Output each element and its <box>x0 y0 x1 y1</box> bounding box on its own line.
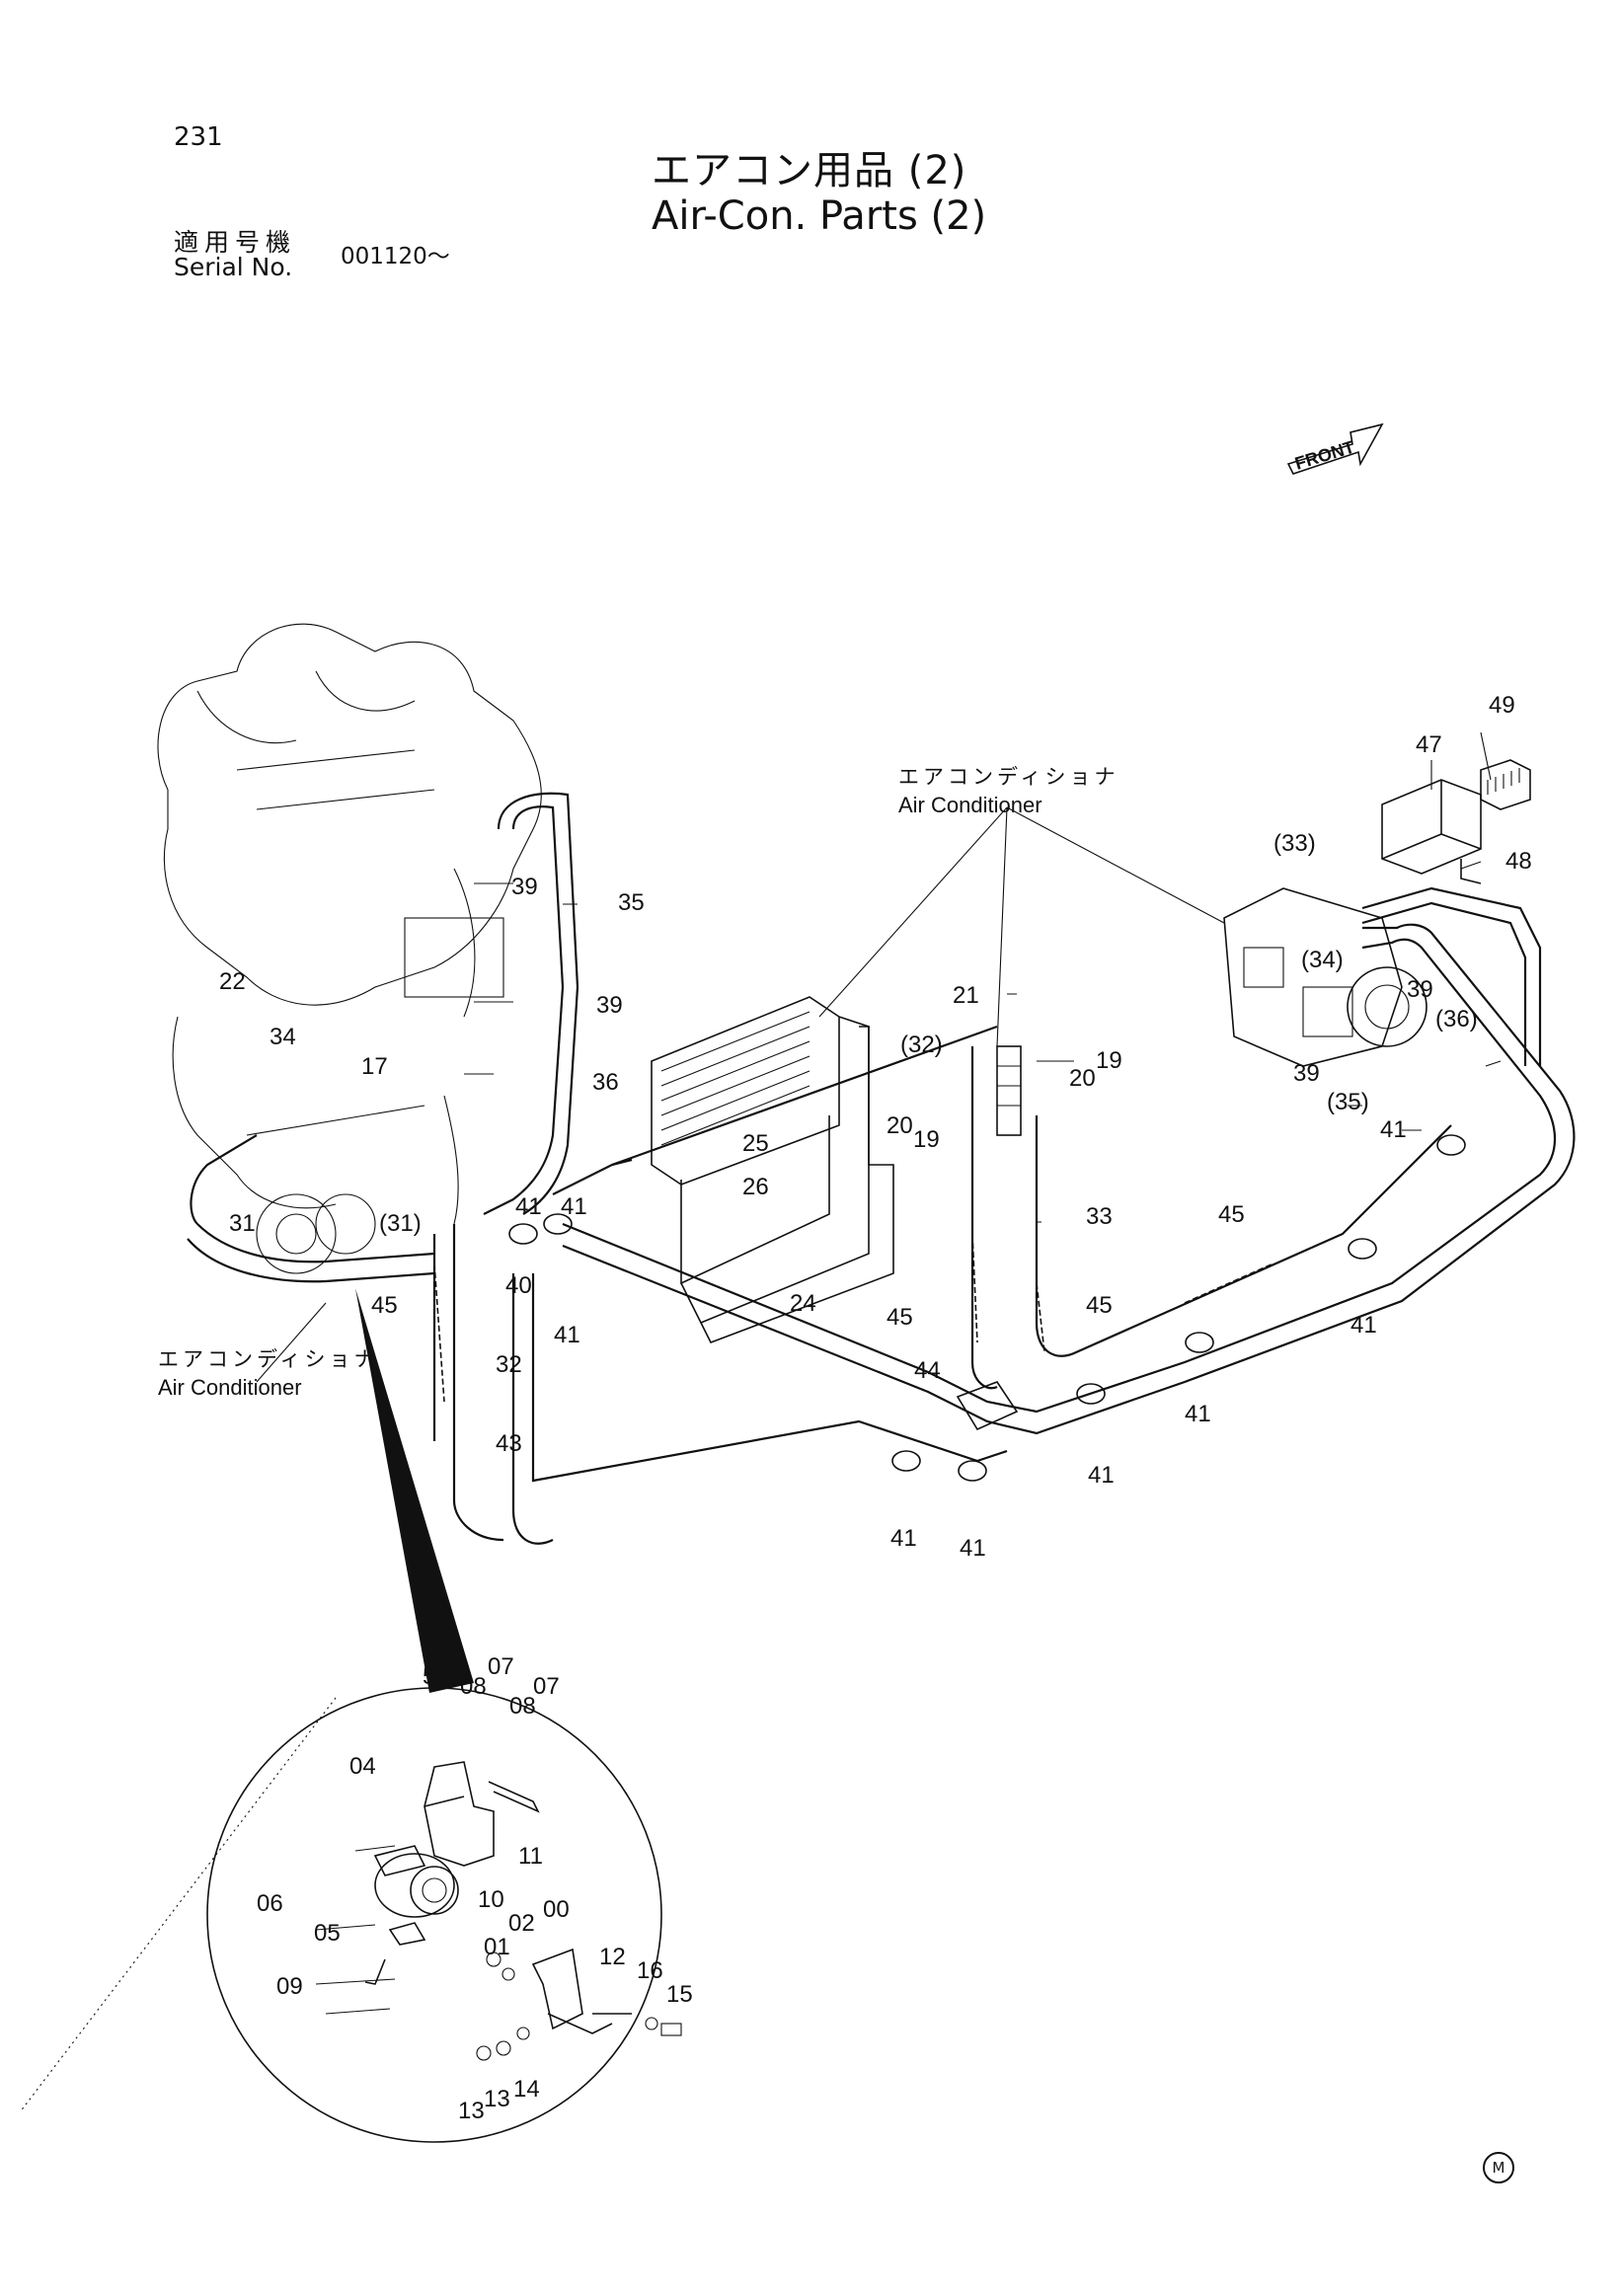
part-number-labels: 49 47 48 (33) (34) 39 (36) 39 (35) 41 39… <box>219 692 1532 2124</box>
part-label-49: 49 <box>1489 692 1515 719</box>
condenser-assembly <box>651 996 894 1344</box>
part-label-45: 45 <box>1218 1201 1245 1228</box>
part-label-24: 24 <box>790 1290 816 1317</box>
part-label-44: 44 <box>914 1357 941 1384</box>
part-label-45: 45 <box>1086 1292 1113 1319</box>
part-label-32-ref: (32) <box>900 1032 943 1058</box>
part-label-26: 26 <box>742 1174 769 1200</box>
serial-label-english: Serial No. <box>174 253 293 281</box>
part-label-41: 41 <box>960 1535 986 1562</box>
serial-label-japanese: 適用号機 <box>174 228 297 257</box>
part-label-41: 41 <box>515 1193 542 1220</box>
hose-protectors <box>433 1233 1274 1403</box>
part-label-45: 45 <box>887 1304 913 1331</box>
front-arrow-icon: FRONT <box>1286 422 1384 475</box>
part-label-32: 32 <box>496 1351 522 1378</box>
evaporator-unit <box>1223 887 1427 1067</box>
part-label-45: 45 <box>371 1292 398 1319</box>
part-label-05: 05 <box>314 1920 341 1947</box>
part-label-41: 41 <box>1088 1462 1115 1489</box>
part-label-34-ref: (34) <box>1301 947 1344 973</box>
page-title-english: Air-Con. Parts (2) <box>652 193 987 239</box>
part-label-35: 35 <box>618 889 645 916</box>
hose-junction-block <box>956 1381 1019 1431</box>
page-number: 231 <box>174 122 223 152</box>
part-label-35-ref: (35) <box>1327 1089 1369 1115</box>
part-label-13: 13 <box>458 2098 485 2124</box>
pipe-clamps <box>508 1134 1466 1482</box>
part-label-20: 20 <box>1069 1065 1096 1092</box>
part-label-21: 21 <box>953 982 979 1009</box>
part-label-41: 41 <box>554 1322 580 1348</box>
part-label-08: 08 <box>509 1693 536 1720</box>
part-label-08: 08 <box>460 1673 487 1700</box>
part-label-39: 39 <box>511 874 538 900</box>
part-label-50: 50 <box>423 1663 449 1690</box>
part-label-41: 41 <box>890 1525 917 1552</box>
part-label-19: 19 <box>913 1126 940 1153</box>
part-label-11: 11 <box>518 1843 543 1870</box>
air-conditioner-top-label-en: Air Conditioner <box>898 793 1042 817</box>
page-title-japanese: エアコン用品 (2) <box>652 148 967 193</box>
front-label: FRONT <box>1292 437 1356 474</box>
receiver-drier <box>996 1045 1022 1136</box>
part-label-36: 36 <box>592 1069 619 1096</box>
part-label-41: 41 <box>1185 1401 1211 1427</box>
part-label-33: 33 <box>1086 1203 1113 1230</box>
part-label-04: 04 <box>349 1753 376 1780</box>
part-label-22: 22 <box>219 968 246 995</box>
compressor-detail-circle <box>19 1288 682 2143</box>
part-label-09: 09 <box>276 1973 303 2000</box>
part-label-39: 39 <box>1407 976 1433 1003</box>
part-label-06: 06 <box>257 1890 283 1917</box>
part-label-07: 07 <box>533 1673 560 1700</box>
part-label-14: 14 <box>513 2076 540 2103</box>
part-label-19: 19 <box>1096 1047 1122 1074</box>
part-label-31-ref: (31) <box>379 1210 422 1237</box>
part-label-10: 10 <box>478 1886 504 1913</box>
part-label-16: 16 <box>637 1957 663 1984</box>
part-label-33-ref: (33) <box>1273 830 1316 857</box>
air-conditioner-left-label-en: Air Conditioner <box>158 1375 302 1400</box>
serial-number-value: 001120～ <box>341 244 450 269</box>
leader-lines <box>256 731 1502 1383</box>
part-label-17: 17 <box>361 1053 388 1080</box>
part-label-15: 15 <box>666 1981 693 2008</box>
part-label-39: 39 <box>596 992 623 1019</box>
part-label-41: 41 <box>1350 1312 1377 1339</box>
part-label-07: 07 <box>488 1653 514 1680</box>
refrigerant-pipe-runs <box>187 792 1576 1545</box>
part-label-02: 02 <box>508 1910 535 1937</box>
part-label-34: 34 <box>270 1024 296 1050</box>
part-label-43: 43 <box>496 1430 522 1457</box>
part-label-00: 00 <box>543 1896 570 1923</box>
engine-assembly <box>157 623 542 1274</box>
part-label-39: 39 <box>1293 1060 1320 1087</box>
part-label-41: 41 <box>561 1193 587 1220</box>
part-label-41: 41 <box>1380 1116 1407 1143</box>
part-label-20: 20 <box>887 1112 913 1139</box>
part-label-40: 40 <box>505 1272 532 1299</box>
air-conditioner-left-label-ja: エアコンディショナ <box>158 1347 379 1371</box>
part-label-48: 48 <box>1505 848 1532 875</box>
part-label-36-ref: (36) <box>1435 1006 1478 1033</box>
duct-outlet <box>1381 759 1531 884</box>
air-conditioner-top-label-ja: エアコンディショナ <box>898 765 1119 789</box>
m-mark-icon: M <box>1483 2152 1514 2183</box>
part-label-31: 31 <box>229 1210 256 1237</box>
part-label-01: 01 <box>484 1934 510 1960</box>
part-label-13: 13 <box>484 2086 510 2112</box>
part-label-47: 47 <box>1416 731 1442 758</box>
part-label-25: 25 <box>742 1130 769 1157</box>
part-label-12: 12 <box>599 1944 626 1970</box>
